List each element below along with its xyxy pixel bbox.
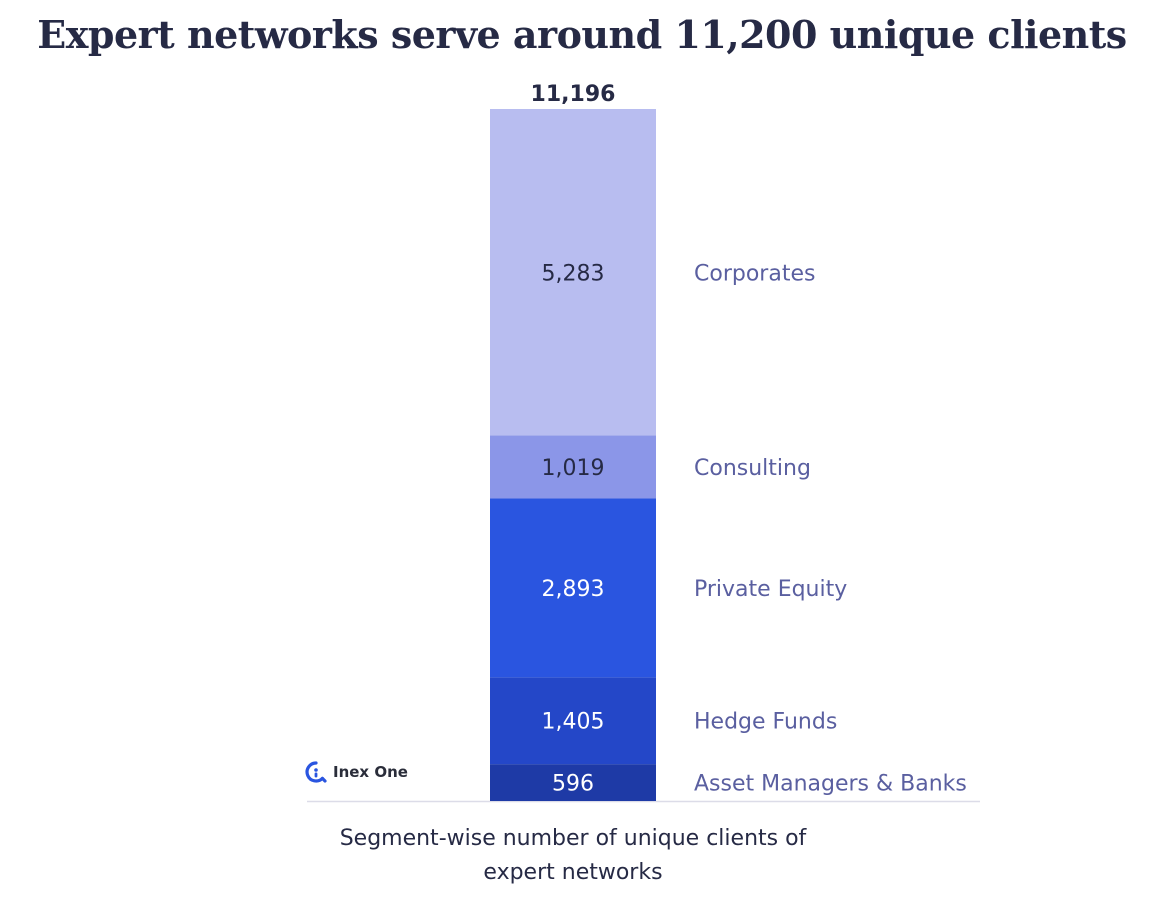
value-label-private-equity: 2,893 <box>542 577 605 602</box>
total-label: 11,196 <box>531 82 616 107</box>
value-label-consulting: 1,019 <box>542 456 605 481</box>
segment-label-hedge-funds: Hedge Funds <box>694 710 837 735</box>
logo-icon <box>305 761 327 783</box>
segment-label-private-equity: Private Equity <box>694 577 847 602</box>
bar-segment-private-equity <box>490 498 656 678</box>
bar-segment-corporates <box>490 109 656 436</box>
bar-segment-asset-managers-banks <box>490 764 656 801</box>
inex-one-logo: Inex One <box>304 760 408 784</box>
bar-segment-hedge-funds <box>490 677 656 765</box>
chart-caption: Segment-wise number of unique clients of… <box>323 822 823 890</box>
segment-label-corporates: Corporates <box>694 261 815 286</box>
value-label-corporates: 5,283 <box>542 261 605 286</box>
value-label-hedge-funds: 1,405 <box>542 710 605 735</box>
chart-title: Expert networks serve around 11,200 uniq… <box>37 12 1127 57</box>
caption-line-1: Segment-wise number of unique clients of <box>339 826 807 851</box>
segment-label-consulting: Consulting <box>694 456 811 481</box>
caption-line-2: expert networks <box>483 860 663 885</box>
logo-text: Inex One <box>333 763 408 781</box>
bar-segment-consulting <box>490 435 656 499</box>
segment-label-asset-managers-banks: Asset Managers & Banks <box>694 772 967 797</box>
value-label-asset-managers-banks: 596 <box>552 772 594 797</box>
